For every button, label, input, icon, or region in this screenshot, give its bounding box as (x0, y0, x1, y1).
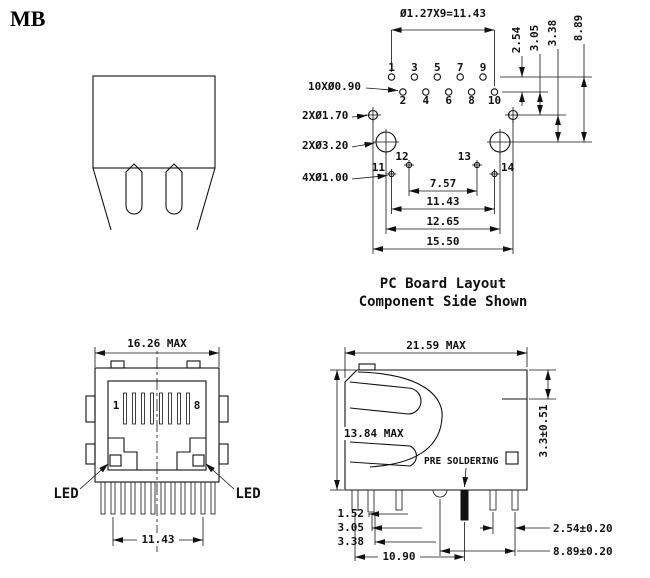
side-body-outline (344, 369, 528, 491)
pcb-pin-label: 5 (434, 61, 441, 74)
dim-label-3-38: 3.38 (546, 20, 559, 47)
side-post-bump (432, 489, 448, 498)
dim-label-8-89: 8.89 (572, 15, 585, 42)
led-window-left (109, 454, 122, 467)
side-pins (351, 489, 519, 521)
dim-label-3-38-side: 3.38 (338, 535, 365, 548)
pcb-pin-label: 11 (372, 161, 386, 174)
plug-contact-left (125, 163, 143, 215)
pcb-pin-label: 8 (468, 94, 475, 107)
led-label-left: LED (53, 486, 78, 502)
front-port-opening (107, 380, 207, 471)
pcb-pin-label: 6 (445, 94, 452, 107)
dim-label-3-3: 3.3±0.51 (537, 404, 550, 457)
label-10x-holes: 10XØ0.90 (308, 80, 361, 93)
pcb-pin-label: 4 (422, 94, 429, 107)
side-view: 21.59 MAX 13.84 MAX 3.3±0.51 PRE SOLDERI… (330, 339, 613, 563)
front-contacts (123, 392, 190, 425)
dim-label-12-65: 12.65 (426, 215, 459, 228)
pcb-pin-label: 13 (458, 150, 471, 163)
drawing-title: MB (10, 6, 46, 31)
pcb-pin-label: 7 (457, 61, 464, 74)
dim-label-16-26-max: 16.26 MAX (127, 337, 187, 350)
dim-label-1-52: 1.52 (338, 507, 365, 520)
dim-label-11-43-front: 11.43 (141, 533, 174, 546)
pcb-leader-labels: 10XØ0.90 2XØ1.70 2XØ3.20 4XØ1.00 (302, 80, 399, 184)
dim-label-11-43: 11.43 (426, 195, 459, 208)
side-dims-left: 1.52 3.05 3.38 (338, 507, 436, 548)
pcb-layout-view: 1 3 5 7 9 2 4 6 8 10 (302, 7, 592, 310)
front-ear-right-lower (218, 443, 229, 465)
pcb-pin-label: 2 (400, 94, 407, 107)
label-2x-1-70: 2XØ1.70 (302, 109, 348, 122)
plug-contact-right (165, 163, 183, 215)
front-ear-right-upper (218, 395, 229, 423)
front-top-tab-left (110, 360, 125, 369)
plug-body-outline (92, 75, 216, 169)
pcb-dims-bottom: 7.57 11.43 12.65 15.50 (372, 120, 514, 254)
pcb-caption-line1: PC Board Layout (380, 276, 506, 292)
pcb-holes-1-70 (365, 107, 521, 123)
dim-label-13-84-max: 13.84 MAX (344, 427, 404, 440)
dim-label-8-89-tol: 8.89±0.20 (553, 545, 613, 558)
led-arrow-left (79, 463, 109, 490)
led-arrow-right (205, 463, 235, 490)
pcb-pin-holes-top (387, 73, 487, 81)
pcb-pin-label: 14 (501, 161, 515, 174)
dim-label-2-54: 2.54 (510, 26, 523, 53)
side-post-square (505, 451, 519, 465)
front-pin8-label: 8 (194, 399, 201, 412)
side-dim-width: 21.59 MAX (344, 339, 528, 378)
pcb-dims-right: 2.54 3.05 3.38 8.89 (500, 15, 592, 143)
front-pin1-label: 1 (113, 399, 120, 412)
led-window-right (192, 454, 205, 467)
dim-label-3-05-side: 3.05 (338, 521, 365, 534)
pcb-pin-label: 10 (488, 94, 501, 107)
side-pin-presolder (460, 489, 469, 521)
front-view: 16.26 MAX 1 8 (53, 336, 261, 552)
pcb-pin-label: 9 (480, 61, 487, 74)
front-body-outline (94, 367, 220, 483)
front-dim-width: 16.26 MAX (94, 336, 220, 367)
side-latch-lobe-lower (349, 441, 417, 467)
dim-label-21-59-max: 21.59 MAX (406, 339, 466, 352)
front-dim-pins: 11.43 (112, 517, 204, 546)
pcb-pin-holes-bottom (399, 88, 499, 96)
label-2x-3-20: 2XØ3.20 (302, 139, 348, 152)
pcb-pin-label: 12 (395, 150, 408, 163)
side-dim-height: 13.84 MAX (330, 369, 408, 491)
pre-soldering-leader (462, 467, 469, 488)
pcb-holes-3-20 (373, 129, 513, 155)
front-top-tab-right (186, 360, 201, 369)
plug-view (92, 75, 216, 231)
dim-label-15-50: 15.50 (426, 235, 459, 248)
side-latch-lobe-upper (349, 381, 422, 415)
label-4x-1-00: 4XØ1.00 (302, 171, 348, 184)
dim-label-7-57: 7.57 (430, 177, 457, 190)
side-dim-span: 10.90 (354, 512, 465, 563)
pcb-pin-label: 3 (411, 61, 418, 74)
front-port-step-right (176, 437, 206, 470)
side-dim-tab: 3.3±0.51 (529, 369, 556, 457)
pre-soldering-label: PRE SOLDERING (424, 456, 499, 467)
plug-side-left (92, 167, 112, 231)
led-label-right: LED (235, 486, 260, 502)
pcb-dim-pitch: Ø1.27X9=11.43 (391, 7, 495, 86)
dim-label-2-54-tol: 2.54±0.20 (553, 522, 613, 535)
side-dims-right: 2.54±0.20 8.89±0.20 (439, 499, 613, 558)
dim-label-pitch: Ø1.27X9=11.43 (399, 7, 486, 20)
front-port-step-left (108, 437, 138, 470)
side-top-tab (358, 363, 376, 371)
side-latch-outline (357, 371, 443, 468)
front-ear-left-lower (85, 443, 96, 465)
pcb-aux-pins: 11 12 13 14 (372, 150, 515, 179)
dim-label-3-05: 3.05 (528, 25, 541, 52)
pcb-pin-labels: 1 3 5 7 9 2 4 6 8 10 (388, 61, 501, 107)
front-pin-comb (100, 481, 216, 515)
plug-side-right (196, 167, 216, 231)
front-ear-left-upper (85, 395, 96, 423)
dim-label-10-90: 10.90 (382, 550, 415, 563)
pcb-caption-line2: Component Side Shown (359, 294, 528, 310)
